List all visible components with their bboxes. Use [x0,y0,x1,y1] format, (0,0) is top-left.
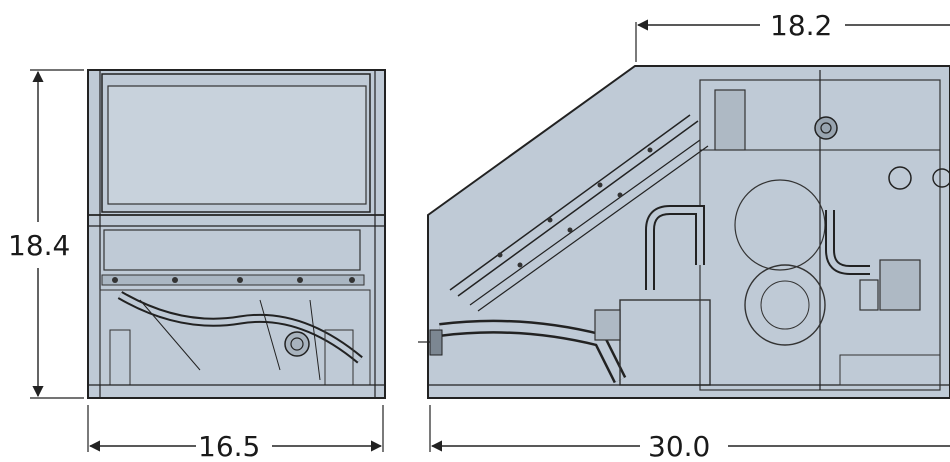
side-top-width-dimension: 18.2 [635,9,950,62]
front-view [87,69,386,399]
front-width-dimension: 16.5 [87,405,384,462]
front-width-label: 16.5 [198,430,260,462]
side-overall-width-label: 30.0 [648,430,710,462]
front-height-label: 18.4 [8,229,70,262]
side-top-width-label: 18.2 [770,9,832,42]
side-overall-width-dimension: 30.0 [429,405,950,462]
front-height-dimension: 18.4 [8,69,84,399]
side-view [418,65,950,399]
